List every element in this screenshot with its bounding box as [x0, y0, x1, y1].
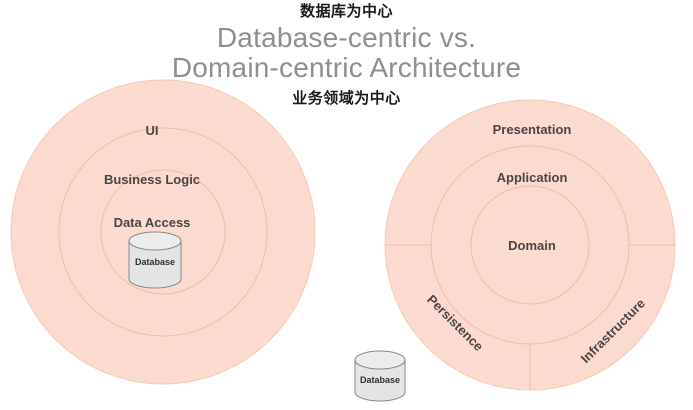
right-diagram-domain-centric: Presentation Application Domain Persiste…	[384, 99, 676, 391]
left-database-cylinder: Database	[128, 231, 182, 289]
left-ring-label-ui: UI	[146, 123, 159, 138]
right-ring-label-presentation: Presentation	[493, 122, 572, 137]
left-cylinder-label: Database	[135, 257, 175, 267]
bottom-database-cylinder: Database	[354, 350, 406, 402]
bottom-cylinder-top	[354, 350, 406, 370]
left-ring-label-data-access: Data Access	[114, 215, 191, 230]
left-ring-label-business-logic: Business Logic	[104, 172, 200, 187]
bottom-cylinder-body	[354, 359, 406, 402]
left-cylinder-top	[128, 231, 182, 251]
left-cylinder-body	[128, 240, 182, 289]
right-ring-inner-domain	[470, 185, 590, 305]
bottom-cylinder-label: Database	[360, 375, 400, 385]
right-ring-label-domain: Domain	[508, 238, 556, 253]
left-diagram-database-centric: UI Business Logic Data Access Database	[10, 79, 316, 385]
right-ring-label-application: Application	[497, 170, 568, 185]
